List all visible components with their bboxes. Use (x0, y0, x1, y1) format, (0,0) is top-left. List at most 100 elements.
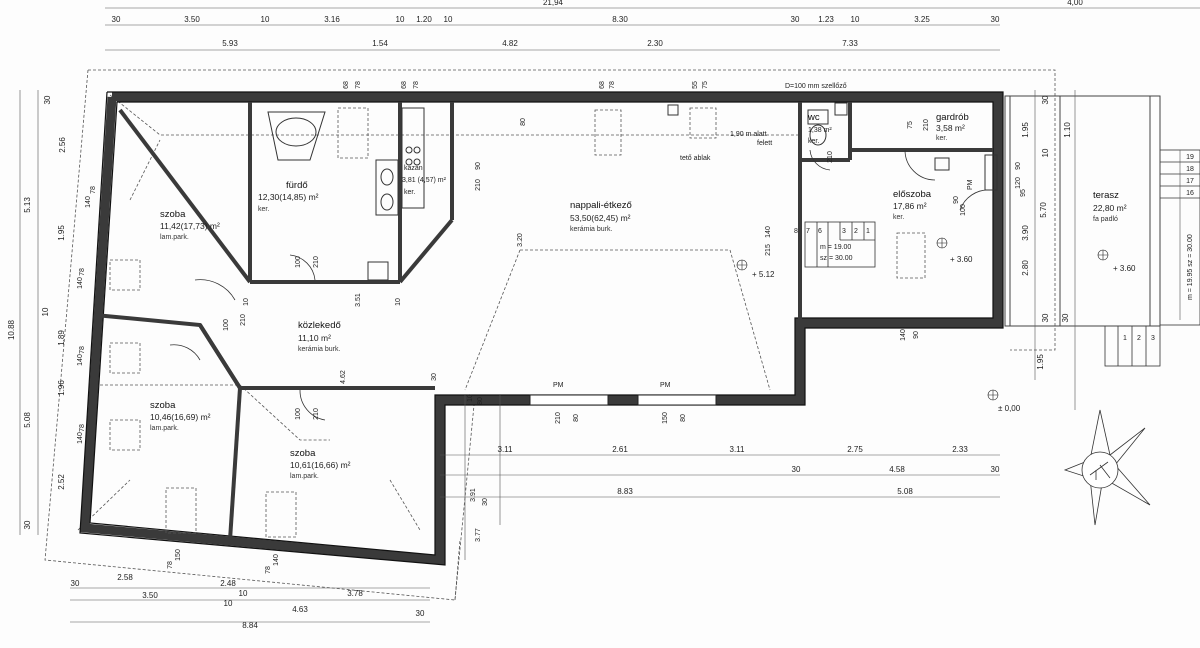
room-area-corridor: 11,10 m² (298, 333, 331, 343)
exterior-walls (80, 92, 1003, 565)
height-note-2: felett (757, 140, 772, 147)
openings-40: 140 (765, 226, 772, 238)
openings-24: 210 (313, 256, 320, 268)
openings-2: 68 (401, 81, 408, 89)
left-dims-3: 1.95 (57, 225, 66, 241)
stair-steps-top-4: 2 (854, 228, 858, 235)
terrace-steps-1: 18 (1186, 166, 1194, 173)
openings-30: 210 (555, 412, 562, 424)
top-dims-row1-7: 8.30 (612, 15, 628, 24)
left-dims-7: 1.96 (57, 380, 66, 396)
top-dims-row1-2: 10 (261, 15, 270, 24)
left-dims-2: 5.13 (23, 197, 32, 213)
dims-mid-row1: 3.11 2.61 3.11 2.75 2.33 (498, 445, 969, 454)
room-floor-bathroom: ker. (258, 206, 269, 213)
right-dims-1: 1.95 (1021, 122, 1030, 138)
level-ground: ± 0,00 (998, 404, 1021, 413)
room-floor-boiler: ker. (404, 189, 415, 196)
vent-note: D=100 mm szellőző (785, 83, 847, 90)
openings-3: 78 (413, 81, 420, 89)
right-dims-3: 1.10 (1063, 122, 1072, 138)
mid-dims-row1-0: 3.11 (498, 445, 514, 454)
terrace-steps-2: 17 (1186, 178, 1194, 185)
door-swings (169, 149, 991, 421)
openings-5: 78 (609, 81, 616, 89)
level-terrace: + 3.60 (1113, 264, 1136, 273)
openings-11: 210 (475, 179, 482, 191)
bottom-dims-row1-2: 2.48 (220, 579, 236, 588)
terrace-stair-spec: m = 19.95 sz = 30.00 (1187, 234, 1194, 300)
bottom-dims-row2-3: 30 (416, 609, 425, 618)
height-note: 1,90 m alatt (730, 131, 767, 138)
roof-window-note: tető ablak (680, 155, 711, 162)
top-dims-row2-2: 4.82 (502, 39, 518, 48)
stair-steps-top-0: 8 (794, 228, 798, 235)
top-dims-row1-12: 30 (991, 15, 1000, 24)
openings-0: 68 (343, 81, 350, 89)
top-dims-row1-10: 10 (851, 15, 860, 24)
pm-label-3: PM (967, 179, 974, 190)
terrace-steps-bottom-2: 3 (1151, 335, 1155, 342)
openings-41: 215 (765, 244, 772, 256)
stair-tread: sz = 30.00 (820, 255, 853, 262)
terrace-steps-bottom-0: 1 (1123, 335, 1127, 342)
room-area-wardrobe: 3,58 m² (936, 123, 965, 133)
roof-windows (109, 107, 926, 538)
openings-49: 10 (243, 298, 250, 306)
right-dims-0: 30 (1041, 95, 1050, 104)
terrace-steps-3: 16 (1186, 190, 1194, 197)
openings-4: 68 (599, 81, 606, 89)
top-dims-row2-0: 5.93 (222, 39, 238, 48)
room-name-bedroom3: szoba (290, 448, 316, 459)
room-area-living: 53,50(62,45) m² (570, 213, 631, 223)
bottom-dims-row1-1: 2.58 (117, 573, 133, 582)
right-dims-6: 3.90 (1021, 225, 1030, 241)
level-hall: + 3.60 (950, 255, 973, 264)
bottom-dims-row2-2: 4.63 (292, 605, 308, 614)
bottom-dims-row2-0: 3.50 (142, 591, 158, 600)
top-dims-row1-1: 3.50 (184, 15, 200, 24)
mid-dims-row1-4: 2.33 (952, 445, 968, 454)
openings-15: 78 (90, 186, 97, 194)
top-dims-row0-0: 21,94 (543, 0, 564, 7)
right-dims-7: 2.80 (1021, 260, 1030, 276)
room-name-wardrobe: gardrób (936, 112, 969, 123)
mid-dims-row1-1: 2.61 (612, 445, 628, 454)
room-name-wc: wc (807, 112, 820, 123)
openings-8: 75 (907, 121, 914, 129)
openings-23: 100 (295, 256, 302, 268)
openings-1: 78 (355, 81, 362, 89)
openings-53: 3.91 (470, 488, 477, 502)
openings-27: 100 (295, 408, 302, 420)
level-living: + 5.12 (752, 270, 775, 279)
room-floor-bedroom1: lam.park. (160, 234, 189, 241)
room-labels: nappali-étkező 53,50(62,45) m² kerámia b… (150, 112, 1127, 480)
room-area-wc: 1,38 m² (808, 127, 832, 134)
openings-26: 210 (240, 314, 247, 326)
terrace-steps-bottom-1: 2 (1137, 335, 1141, 342)
mid-dims-row3-0: 8.83 (617, 487, 633, 496)
left-dims-8: 5.08 (23, 412, 32, 428)
openings-44: 210 (827, 151, 834, 163)
openings-10: 90 (475, 162, 482, 170)
openings-25: 100 (223, 319, 230, 331)
openings-52: 3.77 (475, 528, 482, 542)
right-dims-2: 10 (1041, 148, 1050, 157)
stair-rise: m = 19.00 (820, 244, 851, 251)
room-floor-hall: ker. (893, 214, 904, 221)
openings-47: 4.62 (340, 370, 347, 384)
bottom-dims-row2-1: 10 (224, 599, 233, 608)
stair-steps-top-1: 7 (806, 228, 810, 235)
left-dims-9: 2.52 (57, 474, 66, 490)
openings-54: 30 (482, 498, 489, 506)
top-dims-row1-5: 1.20 (416, 15, 432, 24)
room-area-boiler: 3,81 (4,57) m² (402, 177, 447, 184)
openings-31: 80 (573, 414, 580, 422)
mid-dims-row1-2: 3.11 (730, 445, 746, 454)
right-dims-9: 1.95 (1036, 354, 1045, 370)
mid-dims-row1-3: 2.75 (847, 445, 863, 454)
